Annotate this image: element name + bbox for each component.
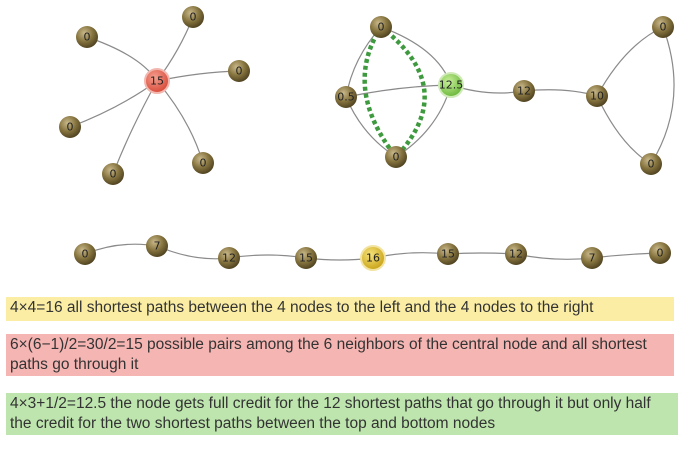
network-edge (345, 26, 382, 98)
svg-text:12: 12 (517, 85, 531, 98)
svg-text:0: 0 (660, 21, 667, 34)
chain-node: 12 (505, 243, 527, 265)
highlighted-path (379, 25, 427, 159)
network-right-top-node: 0 (652, 16, 674, 38)
svg-text:0: 0 (393, 151, 400, 164)
chain-center-node: 16 (360, 245, 386, 271)
chain-node: 0 (649, 242, 671, 264)
highlighted-paths (362, 25, 427, 159)
star-edge (156, 80, 204, 164)
chain-edge (515, 253, 593, 260)
svg-text:0: 0 (236, 65, 243, 78)
svg-text:7: 7 (154, 240, 161, 253)
svg-text:7: 7 (589, 252, 596, 265)
network-bottom-node: 0 (385, 146, 407, 168)
star-leaf-node: 0 (59, 116, 81, 138)
chain-node: 15 (295, 247, 317, 269)
caption-yellow: 4×4=16 all shortest paths between the 4 … (6, 297, 674, 321)
betweenness-diagram: 15 0 0 0 0 0 0 0 (59, 6, 675, 271)
caption-green: 4×3+1/2=12.5 the node gets full credit f… (6, 393, 678, 435)
highlighted-path (362, 25, 398, 159)
network-left-node: 0.5 (335, 86, 357, 108)
chain-node: 15 (437, 243, 459, 265)
network-graph: 0 0.5 0 12.5 12 10 0 0 (335, 16, 674, 175)
svg-text:15: 15 (299, 252, 313, 265)
svg-text:0: 0 (84, 31, 91, 44)
svg-text:0: 0 (82, 248, 89, 261)
network-right-bottom-node: 0 (640, 153, 662, 175)
chain-graph: 0 7 12 15 16 15 12 7 (74, 235, 671, 271)
network-edge (596, 26, 664, 97)
network-edge (345, 84, 452, 98)
svg-text:0: 0 (648, 158, 655, 171)
network-hub-node: 10 (586, 85, 608, 107)
svg-text:12: 12 (222, 252, 236, 265)
svg-text:0: 0 (190, 11, 197, 24)
star-graph: 15 0 0 0 0 0 0 (59, 6, 250, 185)
svg-text:0: 0 (67, 121, 74, 134)
star-leaf-node: 0 (192, 152, 214, 174)
chain-node: 7 (581, 247, 603, 269)
star-leaf-node: 0 (182, 6, 204, 28)
star-edge (69, 80, 158, 128)
star-leaf-node: 0 (102, 163, 124, 185)
star-center-node: 15 (144, 68, 170, 94)
svg-text:0: 0 (200, 157, 207, 170)
chain-node: 12 (218, 247, 240, 269)
network-edge (596, 95, 652, 165)
svg-text:0.5: 0.5 (337, 91, 355, 104)
svg-text:0: 0 (378, 21, 385, 34)
caption-red: 6×(6−1)/2=30/2=15 possible pairs among t… (6, 334, 674, 376)
network-top-node: 0 (370, 16, 392, 38)
svg-text:15: 15 (150, 75, 164, 88)
svg-text:0: 0 (110, 168, 117, 181)
network-edge (380, 26, 452, 86)
chain-node: 7 (146, 235, 168, 257)
svg-text:15: 15 (441, 248, 455, 261)
network-edge (650, 26, 675, 165)
chain-edge (228, 254, 307, 259)
network-center-node: 12.5 (438, 72, 464, 98)
svg-text:12: 12 (509, 248, 523, 261)
network-edges (345, 26, 675, 165)
star-leaf-node: 0 (228, 60, 250, 82)
chain-node: 0 (74, 243, 96, 265)
network-bridge-node: 12 (513, 80, 535, 102)
svg-text:12.5: 12.5 (439, 79, 464, 92)
svg-text:10: 10 (590, 90, 604, 103)
svg-text:0: 0 (657, 247, 664, 260)
svg-text:16: 16 (366, 252, 380, 265)
star-leaf-node: 0 (76, 26, 98, 48)
